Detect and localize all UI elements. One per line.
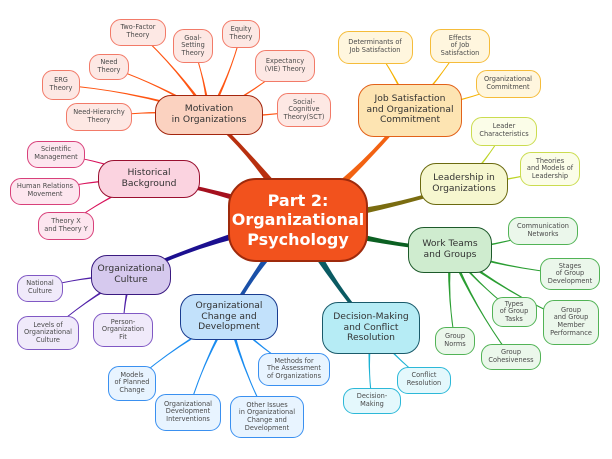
- central-topic[interactable]: Part 2: Organizational Psychology: [228, 178, 368, 262]
- subtopic-motivation[interactable]: Need Theory: [89, 54, 129, 80]
- branch-change[interactable]: Organizational Change and Development: [180, 294, 278, 340]
- subtopic-teams[interactable]: Group Cohesiveness: [481, 344, 541, 370]
- subtopic-motivation[interactable]: Need-Hierarchy Theory: [66, 103, 132, 131]
- subtopic-jobsat[interactable]: Effects of Job Satisfaction: [430, 29, 490, 63]
- subtopic-culture[interactable]: Person- Organization Fit: [93, 313, 153, 347]
- subtopic-motivation[interactable]: Equity Theory: [222, 20, 260, 48]
- branch-teams[interactable]: Work Teams and Groups: [408, 227, 492, 273]
- branch-historical[interactable]: Historical Background: [98, 160, 200, 198]
- subtopic-teams[interactable]: Group Norms: [435, 327, 475, 355]
- branch-decision[interactable]: Decision-Making and Conflict Resolution: [322, 302, 420, 354]
- subtopic-historical[interactable]: Scientific Management: [27, 140, 85, 168]
- subtopic-change[interactable]: Organizational Development Interventions: [155, 393, 221, 431]
- subtopic-change[interactable]: Models of Planned Change: [108, 365, 156, 401]
- subtopic-decision[interactable]: Decision- Making: [343, 388, 401, 414]
- subtopic-jobsat[interactable]: Organizational Commitment: [475, 70, 541, 98]
- subtopic-jobsat[interactable]: Determinants of Job Satisfaction: [337, 30, 413, 64]
- subtopic-historical[interactable]: Theory X and Theory Y: [38, 212, 94, 240]
- subtopic-motivation[interactable]: Goal- Setting Theory: [173, 29, 213, 63]
- subtopic-culture[interactable]: Levels of Organizational Culture: [17, 316, 79, 350]
- subtopic-motivation[interactable]: ERG Theory: [42, 70, 80, 100]
- branch-motivation[interactable]: Motivation in Organizations: [155, 95, 263, 135]
- branch-leadership[interactable]: Leadership in Organizations: [420, 163, 508, 205]
- branch-culture[interactable]: Organizational Culture: [91, 255, 171, 295]
- subtopic-leadership[interactable]: Leader Characteristics: [471, 116, 537, 146]
- subtopic-change[interactable]: Methods for The Assessment of Organizati…: [258, 352, 330, 386]
- subtopic-motivation[interactable]: Two-Factor Theory: [110, 18, 166, 46]
- subtopic-leadership[interactable]: Theories and Models of Leadership: [520, 152, 580, 186]
- subtopic-teams[interactable]: Group and Group Member Performance: [543, 299, 599, 345]
- subtopic-change[interactable]: Other Issues in Organizational Change an…: [230, 396, 304, 438]
- subtopic-teams[interactable]: Communication Networks: [508, 217, 578, 245]
- branch-jobsat[interactable]: Job Satisfaction and Organizational Comm…: [358, 83, 462, 137]
- subtopic-culture[interactable]: National Culture: [17, 274, 63, 302]
- subtopic-teams[interactable]: Types of Group Tasks: [491, 297, 537, 327]
- subtopic-teams[interactable]: Stages of Group Development: [540, 258, 600, 290]
- subtopic-motivation[interactable]: Expectancy (VIE) Theory: [255, 50, 315, 82]
- subtopic-motivation[interactable]: Social- Cognitive Theory(SCT): [277, 93, 331, 127]
- subtopic-decision[interactable]: Conflict Resolution: [397, 366, 451, 394]
- subtopic-historical[interactable]: Human Relations Movement: [10, 177, 80, 205]
